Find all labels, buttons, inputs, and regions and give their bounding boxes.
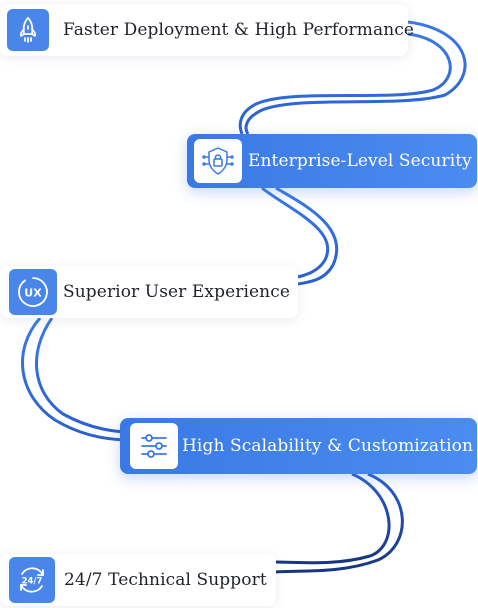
feature-card-deployment: Faster Deployment & High Performance [0,4,414,56]
rocket-icon [7,9,49,51]
support-icon-text: 24/7 [22,577,43,587]
feature-label: Enterprise-Level Security [248,151,472,171]
connector-3-inner [35,317,131,434]
feature-card-security: Enterprise-Level Security [187,134,477,188]
support-24-7-icon: 24/7 [9,557,55,603]
connector-2-inner [275,186,339,286]
connector-4-outer [274,472,404,574]
feature-card-scalability: High Scalability & Customization [120,418,477,474]
connector-3-outer [20,317,131,442]
shield-lock-icon [194,139,242,183]
feature-label: Superior User Experience [63,282,291,302]
ux-icon: UX [9,269,57,315]
feature-card-user-experience: UX Superior User Experience [0,266,298,318]
connector-2-outer [261,186,329,279]
connector-1-inner [238,32,452,135]
feature-label: Faster Deployment & High Performance [63,20,415,40]
feature-label: 24/7 Technical Support [64,570,267,590]
sliders-icon [130,423,178,469]
connector-1-outer [244,20,467,135]
connector-4-inner [274,472,391,565]
ux-icon-text: UX [24,287,42,300]
feature-label: High Scalability & Customization [182,436,473,456]
feature-card-support: 24/7 24/7 Technical Support [0,554,276,606]
